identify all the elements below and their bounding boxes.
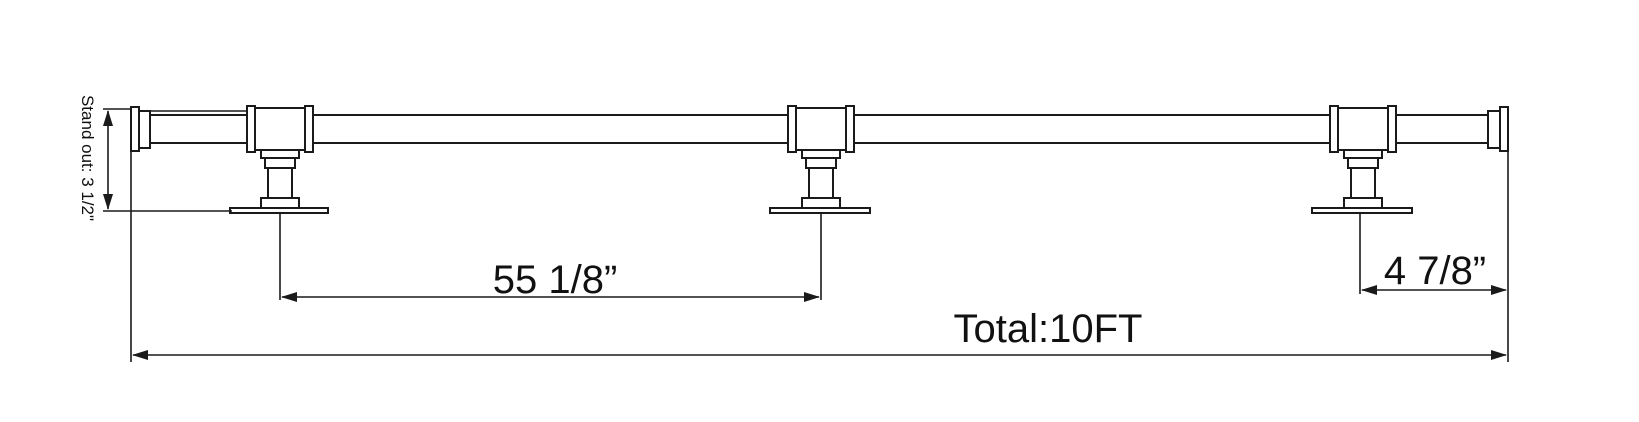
mount-left [229, 105, 329, 214]
right-end-cap [1487, 106, 1509, 152]
spacing-dimension: 55 1/8” [279, 213, 822, 302]
total-dimension: Total:10FT [130, 150, 1507, 362]
end-offset-dimension: 4 7/8” [1359, 150, 1509, 362]
mount-middle [769, 105, 871, 214]
end-offset-label: 4 7/8” [1384, 249, 1486, 293]
stand-out-dimension: Stand out: 3 1/2" [78, 95, 232, 221]
left-end-cap [130, 106, 151, 152]
mount-right [1311, 105, 1413, 214]
spacing-label: 55 1/8” [493, 258, 618, 302]
stand-out-label: Stand out: 3 1/2" [78, 95, 97, 221]
total-label: Total:10FT [954, 307, 1143, 351]
